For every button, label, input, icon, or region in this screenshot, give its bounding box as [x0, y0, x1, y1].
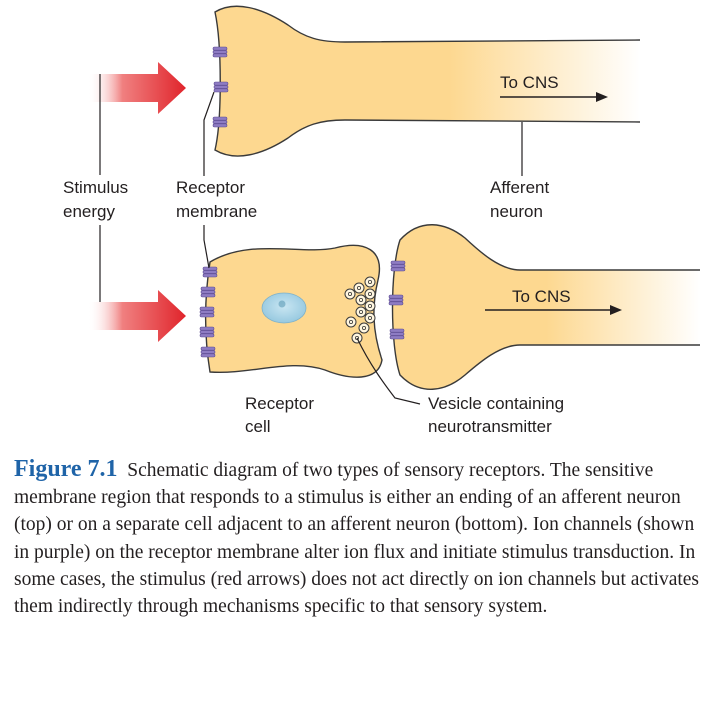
figure-caption: Figure 7.1 Schematic diagram of two type…	[14, 456, 702, 620]
caption-text: Schematic diagram of two types of sensor…	[14, 460, 700, 618]
to-cns-arrow-bottom	[485, 305, 622, 315]
ion-channel-icon	[388, 294, 404, 306]
ion-channel-icon	[202, 266, 218, 278]
vesicle-label-line1: Vesicle containing	[428, 394, 564, 413]
vesicle-label-line2: neurotransmitter	[428, 417, 552, 436]
receptor-membrane-label-line2: membrane	[176, 202, 257, 221]
ion-channel-icon	[200, 286, 216, 298]
stimulus-label-line1: Stimulus	[63, 178, 128, 197]
stimulus-label-line2: energy	[63, 202, 115, 221]
ion-channel-icon	[199, 306, 215, 318]
stimulus-arrow-top	[88, 62, 186, 114]
sensory-receptor-diagram: To CNS To CNS	[63, 5, 700, 436]
ion-channel-icon	[212, 46, 228, 58]
leader-lines	[99, 74, 523, 405]
to-cns-arrow-top	[500, 92, 608, 102]
receptor-cell-label-line2: cell	[245, 417, 271, 436]
ion-channel-icon	[213, 81, 229, 93]
nucleus	[261, 292, 307, 324]
afferent-neuron-ending-top	[214, 5, 641, 157]
stimulus-arrow-bottom	[88, 290, 186, 342]
ion-channel-icon	[389, 328, 405, 340]
figure-number: Figure 7.1	[14, 456, 118, 482]
receptor-cell-label-line1: Receptor	[245, 394, 314, 413]
receptor-membrane-label-line1: Receptor	[176, 178, 245, 197]
nucleolus	[278, 300, 286, 308]
ion-channel-icon	[199, 326, 215, 338]
to-cns-label-top: To CNS	[500, 73, 559, 92]
afferent-neuron-label-line1: Afferent	[490, 178, 550, 197]
to-cns-label-bottom: To CNS	[512, 287, 571, 306]
ion-channel-icon	[212, 116, 228, 128]
ion-channel-icon	[200, 346, 216, 358]
afferent-neuron-label-line2: neuron	[490, 202, 543, 221]
afferent-neuron-bottom	[391, 224, 700, 390]
ion-channel-icon	[390, 260, 406, 272]
